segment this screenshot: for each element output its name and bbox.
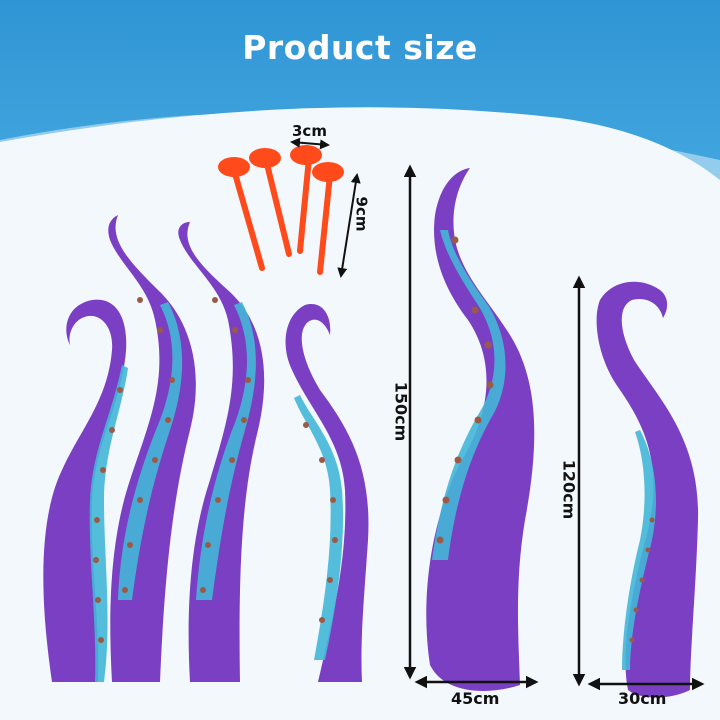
small-tentacle-icon — [596, 281, 699, 698]
stake-2-icon — [249, 148, 292, 257]
stake-4-icon — [312, 162, 344, 275]
stake-3-icon — [290, 145, 322, 254]
tentacle-1-icon — [43, 299, 128, 682]
stake-width-label: 3cm — [292, 122, 327, 140]
page-title: Product size — [242, 28, 478, 67]
stake-1-icon — [218, 157, 265, 271]
large-height-label: 150cm — [391, 381, 411, 442]
tentacle-group — [43, 215, 369, 682]
ground-stakes — [218, 145, 344, 275]
large-width-label: 45cm — [451, 689, 500, 708]
tentacle-3-icon — [178, 222, 265, 682]
small-width-label: 30cm — [618, 689, 667, 708]
tentacle-2-icon — [108, 215, 196, 682]
stake-width-arrow-icon — [290, 137, 330, 150]
tentacle-4-icon — [285, 304, 369, 682]
large-tentacle-icon — [426, 168, 535, 691]
small-height-label: 120cm — [559, 459, 579, 520]
stake-length-arrow-icon — [337, 173, 361, 278]
stake-length-label: 9cm — [352, 196, 371, 232]
